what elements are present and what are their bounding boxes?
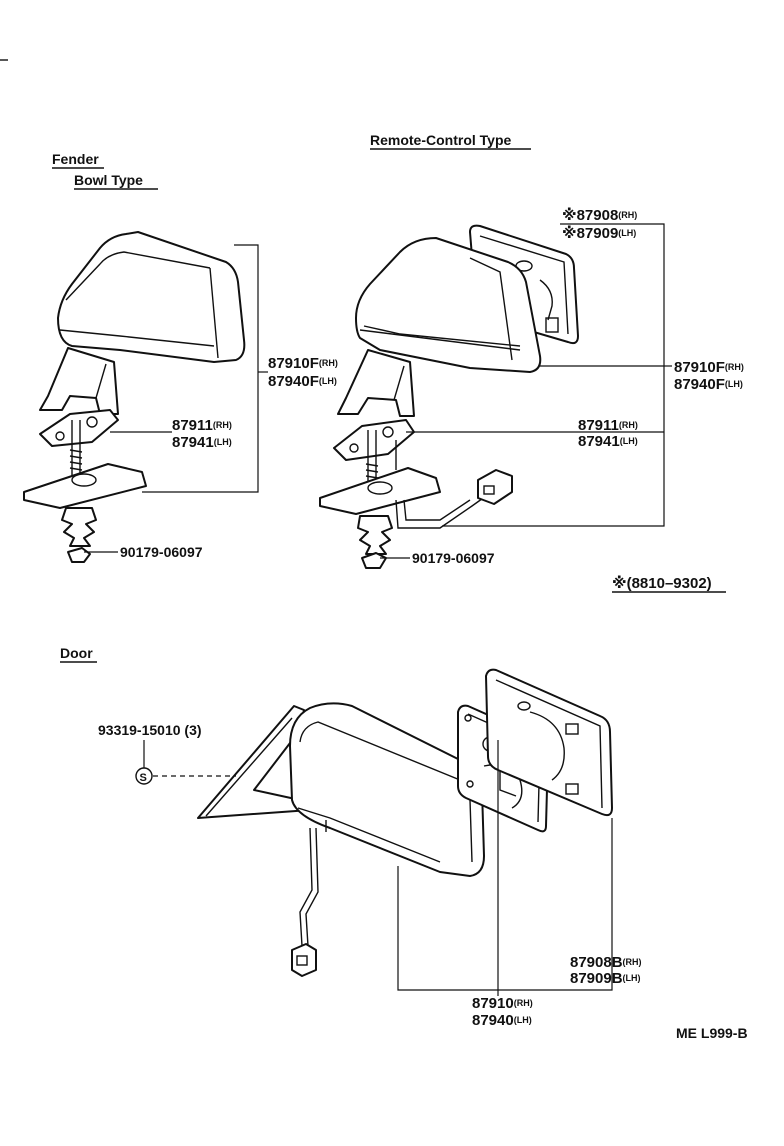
svg-text:87941(LH): 87941(LH) <box>172 434 232 451</box>
remote-mirror-glass-rh-side: (RH) <box>618 210 637 220</box>
fender-mirror-assy-rh-side: (RH) <box>319 358 338 368</box>
remote-mirror-assy-rh: 87910F <box>674 359 725 376</box>
door-connector <box>291 943 317 977</box>
heading-bowl-type-text: Bowl Type <box>74 172 143 188</box>
remote-leader-lines <box>380 223 672 559</box>
fender-mirror-stay <box>39 347 119 415</box>
heading-remote-control-text: Remote-Control Type <box>370 132 512 148</box>
door-mirror-housing <box>289 702 485 877</box>
heading-bowl-type: Bowl Type <box>74 172 158 190</box>
remote-gasket-rh: 87911 <box>578 417 619 434</box>
door-mirror-assy-rh: 87910 <box>472 995 514 1012</box>
fender-gasket-rh-side: (RH) <box>213 420 232 430</box>
fender-nut-label: 90179-06097 <box>120 544 203 560</box>
door-cable <box>299 827 313 947</box>
remote-mirror-assy-rh-side: (RH) <box>725 362 744 372</box>
door-mirror-glass-lh-side: (LH) <box>623 973 641 983</box>
remote-label-mirror-assy: 87910F(RH) 87940F(LH) <box>674 359 744 393</box>
fender-label-mirror-assy: 87910F(RH) 87940F(LH) <box>268 355 338 390</box>
fender-mirror-assy-rh: 87910F <box>268 355 319 372</box>
heading-door-text: Door <box>60 645 93 661</box>
remote-mirror-stay <box>337 349 415 417</box>
fender-label-gasket: 87911(RH) 87941(LH) <box>172 417 232 451</box>
remote-mirror-assy-lh-side: (LH) <box>725 379 743 389</box>
fender-leader-lines <box>84 244 268 553</box>
remote-cable <box>395 495 487 529</box>
remote-mirror-housing <box>355 237 542 373</box>
svg-text:87940F(LH): 87940F(LH) <box>268 373 337 390</box>
remote-nut <box>361 552 387 569</box>
remote-label-gasket: 87911(RH) 87941(LH) <box>578 417 638 450</box>
door-label-mirror-glass: 87908B(RH) 87909B(LH) <box>570 954 642 987</box>
fender-gasket-rh: 87911 <box>172 417 213 434</box>
svg-text:87909B(LH): 87909B(LH) <box>570 970 641 987</box>
svg-text:※87909(LH): ※87909(LH) <box>562 224 636 242</box>
heading-fender-text: Fender <box>52 151 99 167</box>
svg-text:87940F(LH): 87940F(LH) <box>674 376 743 393</box>
svg-text:87910F(RH): 87910F(RH) <box>674 359 744 376</box>
heading-door: Door <box>60 645 97 663</box>
remote-connector <box>477 469 513 505</box>
door-mirror-assy-rh-side: (RH) <box>514 998 533 1008</box>
remote-mirror-glass-rh: ※87908 <box>562 206 618 224</box>
fender-bowl-mirror-drawing <box>23 231 246 563</box>
remote-production-note-text: ※(8810–9302) <box>612 574 712 592</box>
remote-rubber-grommet <box>357 515 393 555</box>
remote-mirror-assy-lh: 87940F <box>674 376 725 393</box>
fender-mirror-housing <box>57 231 246 363</box>
svg-text:87941(LH): 87941(LH) <box>578 433 638 450</box>
remote-label-mirror-glass: ※87908(RH) ※87909(LH) <box>562 206 637 242</box>
remote-production-note: ※(8810–9302) <box>612 574 726 593</box>
remote-mirror-glass-lh-side: (LH) <box>618 228 636 238</box>
remote-gasket-lh: 87941 <box>578 433 620 450</box>
door-screw-symbol-circle <box>135 767 153 785</box>
fender-mirror-assy-lh: 87940F <box>268 373 319 390</box>
door-mirror-glass-lh: 87909B <box>570 970 623 987</box>
svg-text:87940(LH): 87940(LH) <box>472 1012 532 1029</box>
figure-code: ME L999-B <box>676 1025 748 1041</box>
door-mirror-drawing <box>197 668 613 977</box>
remote-nut-label: 90179-06097 <box>412 550 495 566</box>
remote-control-mirror-drawing <box>319 224 579 569</box>
svg-text:87911(RH): 87911(RH) <box>172 417 232 434</box>
fender-nut <box>67 547 91 563</box>
door-mirror-glass-rh-side: (RH) <box>623 957 642 967</box>
svg-text:87910F(RH): 87910F(RH) <box>268 355 338 372</box>
fender-gasket-lh: 87941 <box>172 434 214 451</box>
door-screw-symbol: S <box>140 772 147 784</box>
door-mirror-assy-lh: 87940 <box>472 1012 514 1029</box>
door-screw-callout: 93319-15010 (3) S <box>98 722 236 785</box>
svg-text:87911(RH): 87911(RH) <box>578 417 638 434</box>
fender-gasket <box>39 409 119 447</box>
remote-gasket-lh-side: (LH) <box>620 436 638 446</box>
remote-mirror-glass-lh: ※87909 <box>562 224 618 242</box>
fender-rubber-grommet <box>61 507 97 547</box>
door-screw-label: 93319-15010 (3) <box>98 722 202 738</box>
door-mirror-assy-lh-side: (LH) <box>514 1015 532 1025</box>
heading-fender: Fender <box>52 151 104 169</box>
svg-text:87910(RH): 87910(RH) <box>472 995 533 1012</box>
heading-remote-control-type: Remote-Control Type <box>370 132 531 150</box>
door-mirror-glass-rh: 87908B <box>570 954 623 971</box>
svg-text:※87908(RH): ※87908(RH) <box>562 206 637 224</box>
remote-bracket-plate <box>319 467 441 515</box>
remote-gasket <box>333 419 415 461</box>
door-label-mirror-assy: 87910(RH) 87940(LH) <box>472 995 533 1029</box>
remote-gasket-rh-side: (RH) <box>619 420 638 430</box>
door-leader-lines <box>397 740 613 996</box>
fender-mirror-assy-lh-side: (LH) <box>319 376 337 386</box>
fender-gasket-lh-side: (LH) <box>214 437 232 447</box>
svg-text:87908B(RH): 87908B(RH) <box>570 954 642 971</box>
